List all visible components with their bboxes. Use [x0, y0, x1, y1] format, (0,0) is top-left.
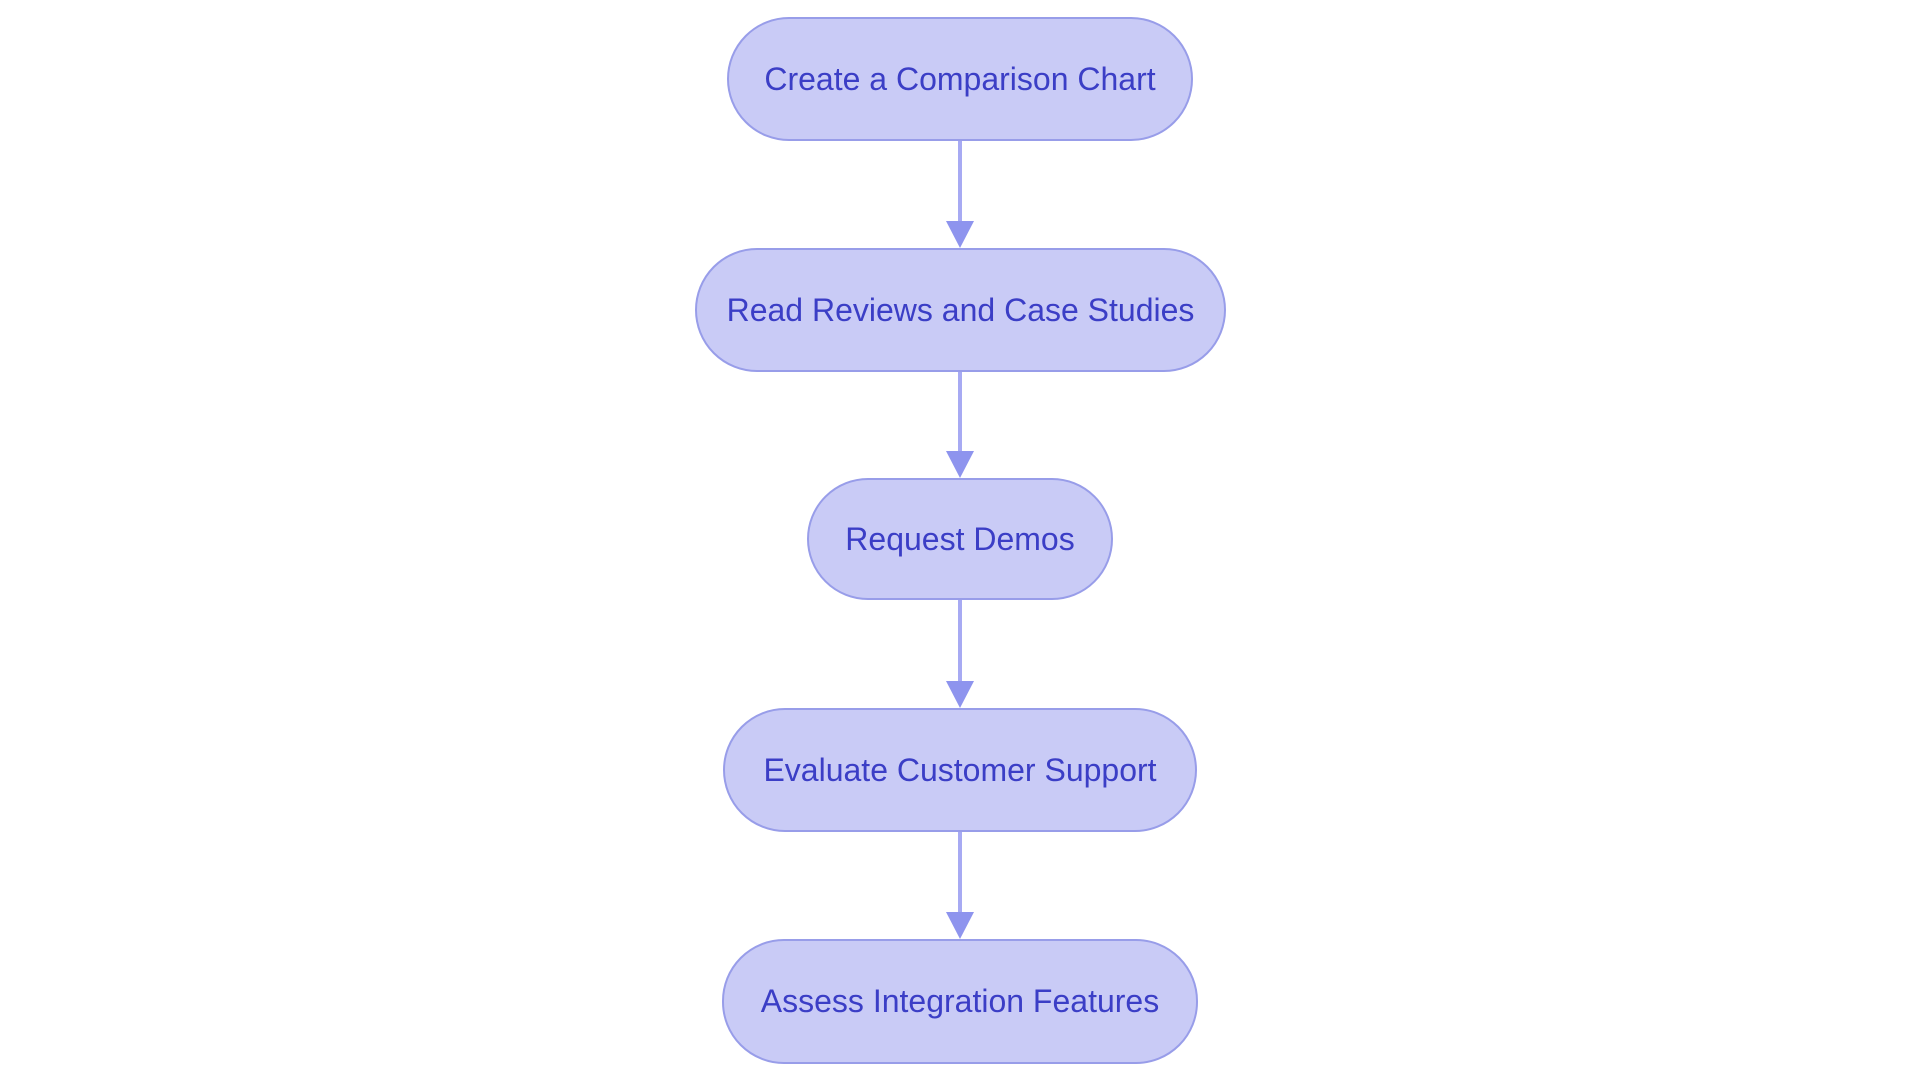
arrow-line	[958, 600, 962, 682]
arrowhead-down-icon	[946, 912, 974, 939]
arrowhead-down-icon	[946, 221, 974, 248]
arrow-line	[958, 832, 962, 913]
arrow-line	[958, 372, 962, 452]
flow-node-assess-integration-features: Assess Integration Features	[722, 939, 1198, 1064]
connector-arrow-4	[946, 832, 974, 939]
flow-node-evaluate-customer-support: Evaluate Customer Support	[723, 708, 1197, 832]
connector-arrow-1	[946, 141, 974, 248]
arrowhead-down-icon	[946, 451, 974, 478]
flow-node-read-reviews-case-studies: Read Reviews and Case Studies	[695, 248, 1226, 372]
flow-node-label: Request Demos	[845, 520, 1075, 557]
flow-node-create-comparison-chart: Create a Comparison Chart	[727, 17, 1193, 141]
flow-node-label: Read Reviews and Case Studies	[726, 291, 1195, 328]
flow-node-label: Assess Integration Features	[760, 983, 1160, 1020]
connector-arrow-3	[946, 600, 974, 708]
flow-node-request-demos: Request Demos	[807, 478, 1113, 600]
flow-node-label: Evaluate Customer Support	[763, 751, 1157, 788]
flow-node-label: Create a Comparison Chart	[764, 60, 1156, 97]
connector-arrow-2	[946, 372, 974, 478]
arrowhead-down-icon	[946, 681, 974, 708]
arrow-line	[958, 141, 962, 222]
